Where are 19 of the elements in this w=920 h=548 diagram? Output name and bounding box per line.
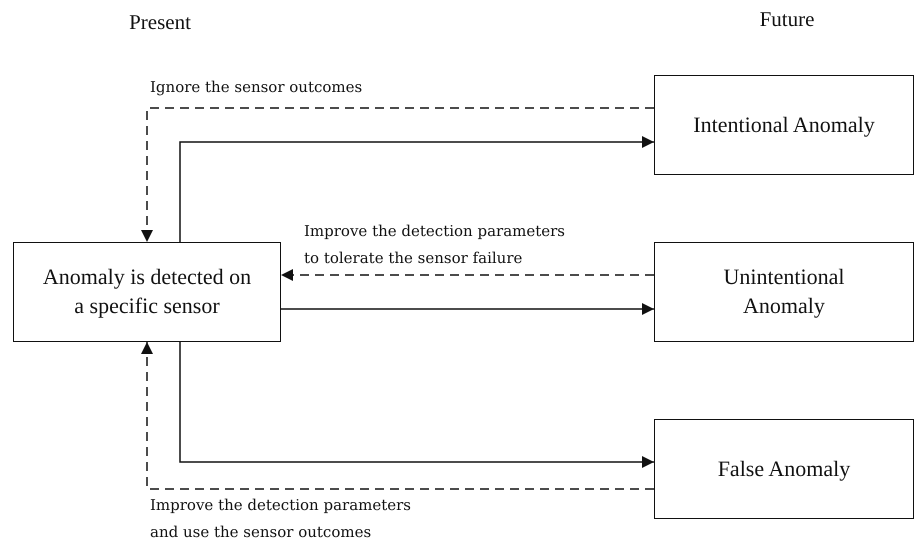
edge-label: Ignore the sensor outcomes xyxy=(150,77,364,98)
outcome-box xyxy=(654,75,914,175)
box-label: Unintentional Anomaly xyxy=(722,263,846,320)
column-heading: Present xyxy=(129,10,191,35)
column-heading: Future xyxy=(760,7,814,32)
arrow xyxy=(141,107,654,242)
arrow xyxy=(281,269,654,281)
box-label: False Anomaly xyxy=(718,454,850,483)
arrow xyxy=(179,136,654,242)
arrow xyxy=(281,303,654,315)
edge-label: Improve the detection parameters and use the sensor outcomes xyxy=(150,495,412,543)
box-label: Anomaly is detected on a specific sensor xyxy=(42,263,252,320)
arrow xyxy=(141,342,654,490)
arrow xyxy=(179,342,654,468)
outcome-box xyxy=(654,242,914,342)
outcome-box xyxy=(654,419,914,519)
box-label: Intentional Anomaly xyxy=(693,110,875,139)
edge-label: Improve the detection parameters to tolerate the sensor failure xyxy=(304,221,566,269)
process-box xyxy=(13,242,281,342)
